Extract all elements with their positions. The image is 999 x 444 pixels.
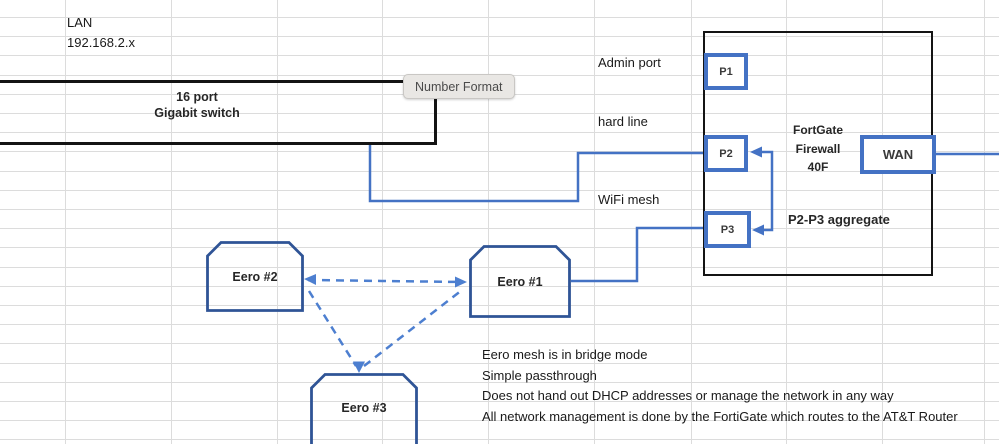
note-line: Simple passthrough xyxy=(482,367,597,383)
connector-eero1-to-p3[interactable] xyxy=(571,226,703,283)
port-p1-label: P1 xyxy=(719,65,733,78)
firewall-label: FortGate Firewall 40F xyxy=(792,123,843,174)
port-wan-label: WAN xyxy=(882,147,914,162)
lan-subnet-label: 192.168.2.x xyxy=(67,35,135,50)
eero2-shape xyxy=(206,241,304,312)
wifi-mesh-label: WiFi mesh xyxy=(598,192,660,207)
eero-notes: Eero mesh is in bridge mode Simple passt… xyxy=(482,345,958,427)
admin-port-label: Admin port xyxy=(598,55,661,70)
aggregate-label: P2-P3 aggregate xyxy=(788,212,890,227)
mesh-link-eero2-eero1[interactable] xyxy=(307,278,463,284)
note-line: All network management is done by the Fo… xyxy=(482,408,958,424)
eero1-shape xyxy=(469,245,571,318)
tooltip-text: Number Format xyxy=(415,79,503,94)
port-p3-label: P3 xyxy=(720,223,735,236)
connector-switch-to-p2[interactable] xyxy=(368,145,703,203)
port-p1[interactable]: P1 xyxy=(704,53,748,90)
hard-line-label: hard line xyxy=(598,114,648,129)
arrowhead-into-eero1 xyxy=(455,276,467,288)
port-wan[interactable]: WAN xyxy=(860,135,936,174)
eero1-node[interactable]: Eero #1 xyxy=(469,245,571,318)
eero2-node[interactable]: Eero #2 xyxy=(206,241,304,312)
switch-box[interactable] xyxy=(0,80,437,145)
eero3-shape xyxy=(310,373,418,444)
arrowhead-into-p3 xyxy=(752,224,764,236)
eero1-label: Eero #1 xyxy=(497,274,543,289)
arrowhead-into-eero3 xyxy=(353,361,365,373)
arrowhead-into-eero2 xyxy=(304,274,316,285)
note-line: Eero mesh is in bridge mode xyxy=(482,347,648,362)
number-format-tooltip: Number Format xyxy=(403,74,515,99)
note-line: Does not hand out DHCP addresses or mana… xyxy=(482,388,894,403)
arrowhead-into-p2 xyxy=(750,146,762,158)
eero3-node[interactable]: Eero #3 xyxy=(310,373,418,444)
mesh-link-eero2-eero3[interactable] xyxy=(307,290,358,367)
switch-label: 16 port Gigabit switch xyxy=(154,90,240,120)
lan-label: LAN xyxy=(67,15,93,30)
port-p2[interactable]: P2 xyxy=(704,135,748,172)
mesh-link-eero3-eero1[interactable] xyxy=(363,289,463,367)
eero3-label: Eero #3 xyxy=(341,401,387,415)
eero2-label: Eero #2 xyxy=(232,269,278,284)
port-p2-label: P2 xyxy=(719,147,733,160)
port-p3[interactable]: P3 xyxy=(704,211,751,248)
